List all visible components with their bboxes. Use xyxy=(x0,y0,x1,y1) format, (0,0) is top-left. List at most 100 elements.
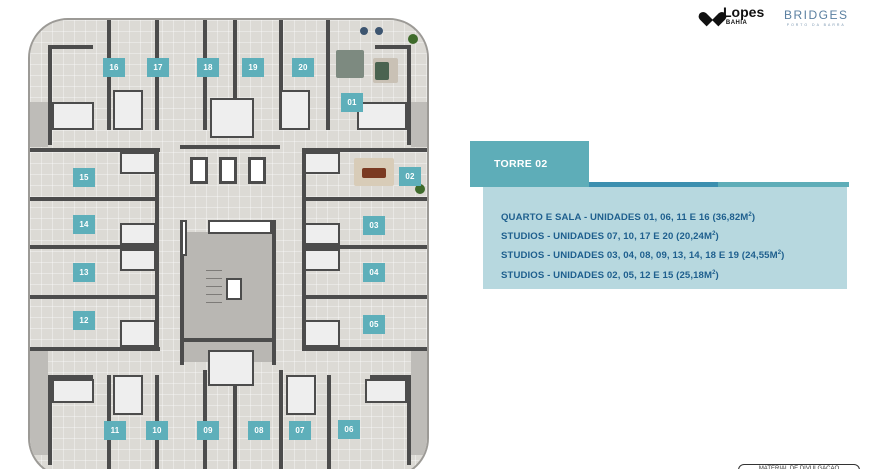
bathroom xyxy=(120,152,156,174)
bathroom xyxy=(357,102,407,130)
unit-label-11: 11 xyxy=(104,421,126,440)
wall xyxy=(326,20,330,130)
wall xyxy=(30,148,160,152)
wall xyxy=(155,148,159,348)
chair xyxy=(360,27,368,35)
bridges-sub: PORTO DA BARRA xyxy=(786,23,846,27)
wall xyxy=(327,375,331,469)
window xyxy=(181,220,187,256)
wall xyxy=(279,20,283,130)
bathroom xyxy=(365,379,407,403)
bathroom xyxy=(304,152,340,174)
unit-label-12: 12 xyxy=(73,311,95,330)
unit-label-13: 13 xyxy=(73,263,95,282)
wall xyxy=(182,338,274,342)
bridges-logo: BRIDGES PORTO DA BARRA xyxy=(784,9,849,28)
rug xyxy=(336,50,364,78)
wall xyxy=(180,220,184,365)
unit-label-09: 09 xyxy=(197,421,219,440)
plant xyxy=(415,184,425,194)
elevator xyxy=(219,157,237,184)
wall xyxy=(203,370,207,469)
wall xyxy=(407,375,411,465)
wall xyxy=(233,20,237,130)
shaft xyxy=(208,220,272,234)
elevator xyxy=(248,157,266,184)
wall xyxy=(302,148,427,152)
bathroom xyxy=(120,320,156,347)
wall xyxy=(48,375,93,379)
unit-label-10: 10 xyxy=(146,421,168,440)
unit-label-08: 08 xyxy=(248,421,270,440)
wall xyxy=(30,347,160,351)
unit-legend: QUARTO E SALA - UNIDADES 01, 06, 11 E 16… xyxy=(483,187,847,289)
bathroom xyxy=(120,249,156,271)
wall xyxy=(279,370,283,469)
bathroom xyxy=(304,249,340,271)
wall xyxy=(305,295,427,299)
legend-line: STUDIOS - UNIDADES 02, 05, 12 E 15 (25,1… xyxy=(501,269,719,281)
wall xyxy=(30,295,155,299)
chair xyxy=(375,27,383,35)
unit-label-04: 04 xyxy=(363,263,385,282)
bathroom xyxy=(52,379,94,403)
wall xyxy=(272,220,276,365)
legend-line: QUARTO E SALA - UNIDADES 01, 06, 11 E 16… xyxy=(501,212,756,224)
unit-label-19: 19 xyxy=(242,58,264,77)
wall xyxy=(375,45,411,49)
bathroom xyxy=(52,102,94,130)
wall xyxy=(302,347,427,351)
balcony-right-top xyxy=(411,102,427,147)
stair-step xyxy=(206,302,222,303)
lopes-logo: Lopes BAHIA xyxy=(704,4,765,27)
unit-label-05: 05 xyxy=(363,315,385,334)
wall xyxy=(48,375,52,465)
lopes-name: Lopes xyxy=(723,4,765,20)
wall xyxy=(370,375,410,379)
bathroom xyxy=(286,375,316,415)
elevator-shaft-wall xyxy=(180,145,280,149)
legend-line: STUDIOS - UNIDADES 07, 10, 17 E 20 (20,2… xyxy=(501,231,719,243)
wall xyxy=(30,245,155,249)
unit-label-20: 20 xyxy=(292,58,314,77)
bathroom xyxy=(280,90,310,130)
wall xyxy=(305,197,427,201)
stair-step xyxy=(206,270,222,271)
unit-label-02: 02 xyxy=(399,167,421,186)
bathroom xyxy=(208,350,254,386)
unit-label-14: 14 xyxy=(73,215,95,234)
lopes-sub: BAHIA xyxy=(725,20,748,26)
heart-icon xyxy=(704,6,721,21)
wall xyxy=(305,245,427,249)
bed xyxy=(362,168,386,178)
bed-cover xyxy=(375,62,389,80)
tower-tab: TORRE 02 xyxy=(470,141,589,187)
unit-label-15: 15 xyxy=(73,168,95,187)
wall xyxy=(48,45,93,49)
wall xyxy=(30,197,155,201)
accent-bar-light xyxy=(718,182,849,187)
stair-step xyxy=(206,278,222,279)
plant xyxy=(408,34,418,44)
bathroom xyxy=(210,98,254,138)
balcony-left-top xyxy=(30,102,48,147)
unit-label-17: 17 xyxy=(147,58,169,77)
unit-label-03: 03 xyxy=(363,216,385,235)
wall xyxy=(233,350,237,469)
stair-step xyxy=(206,286,222,287)
bathroom xyxy=(304,320,340,347)
unit-label-06: 06 xyxy=(338,420,360,439)
tower-label: TORRE 02 xyxy=(494,158,548,170)
bathroom xyxy=(304,223,340,245)
wall xyxy=(302,148,306,348)
unit-label-07: 07 xyxy=(289,421,311,440)
stair-step xyxy=(206,294,222,295)
accent-bar-dark xyxy=(589,182,718,187)
disclaimer-text: MATERIAL DE DIVULGAÇÃO xyxy=(758,466,840,469)
bathroom xyxy=(113,375,143,415)
stair-shaft xyxy=(226,278,242,300)
balcony-left-bottom xyxy=(30,350,48,455)
disclaimer-badge: MATERIAL DE DIVULGAÇÃO xyxy=(738,464,860,469)
